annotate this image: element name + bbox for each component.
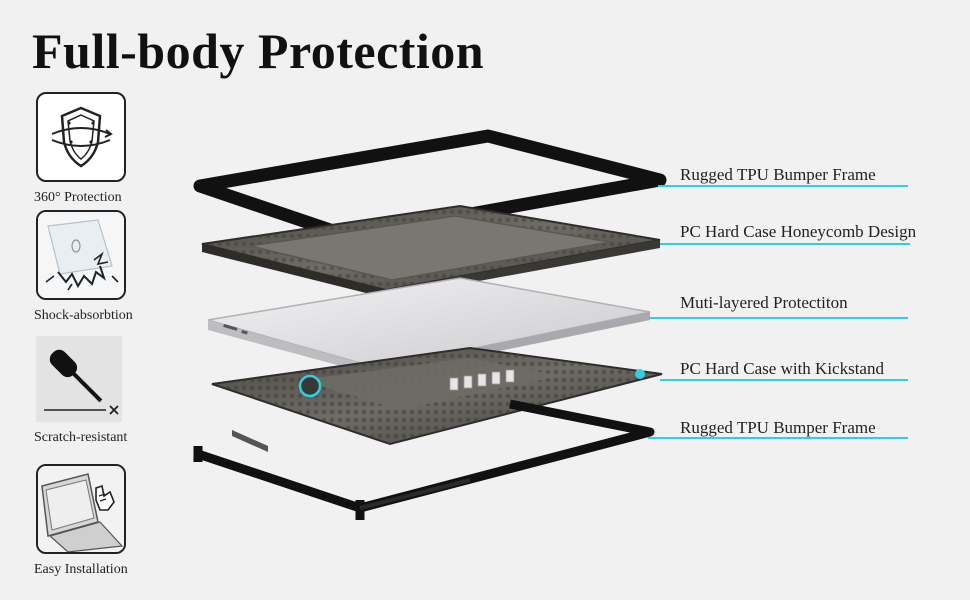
hand-install-icon	[36, 464, 126, 554]
layer-kickstand-case	[211, 346, 663, 446]
layer-bottom-bumper-frame	[193, 399, 655, 520]
feature-label: Easy Installation	[34, 562, 128, 577]
layer-top-bumper-frame	[193, 129, 667, 243]
feature-easy-installation: Easy Installation	[34, 464, 154, 578]
feature-label: 360° Protection	[34, 190, 122, 205]
feature-360-protection: 360° Protection	[34, 92, 154, 206]
callout-label-kickstand-case: PC Hard Case with Kickstand	[680, 359, 884, 378]
page-title: Full-body Protection	[32, 23, 485, 79]
callout-label-laptop-layer: Muti-layered Protectiton	[680, 293, 848, 312]
callout-label-bottom-bumper: Rugged TPU Bumper Frame	[680, 418, 876, 437]
feature-label: Scratch-resistant	[34, 430, 128, 445]
shock-impact-icon	[36, 210, 126, 300]
callout-lines	[648, 185, 910, 439]
feature-label: Shock-absorbtion	[34, 308, 133, 323]
callout-label-honeycomb-case: PC Hard Case Honeycomb Design	[680, 222, 917, 241]
callout-label-top-bumper: Rugged TPU Bumper Frame	[680, 165, 876, 184]
feature-scratch-resistant: Scratch-resistant	[34, 336, 154, 446]
screwdriver-icon	[36, 336, 122, 422]
feature-shock-absorbtion: Shock-absorbtion	[34, 210, 154, 324]
shield-rotate-icon	[36, 92, 126, 182]
